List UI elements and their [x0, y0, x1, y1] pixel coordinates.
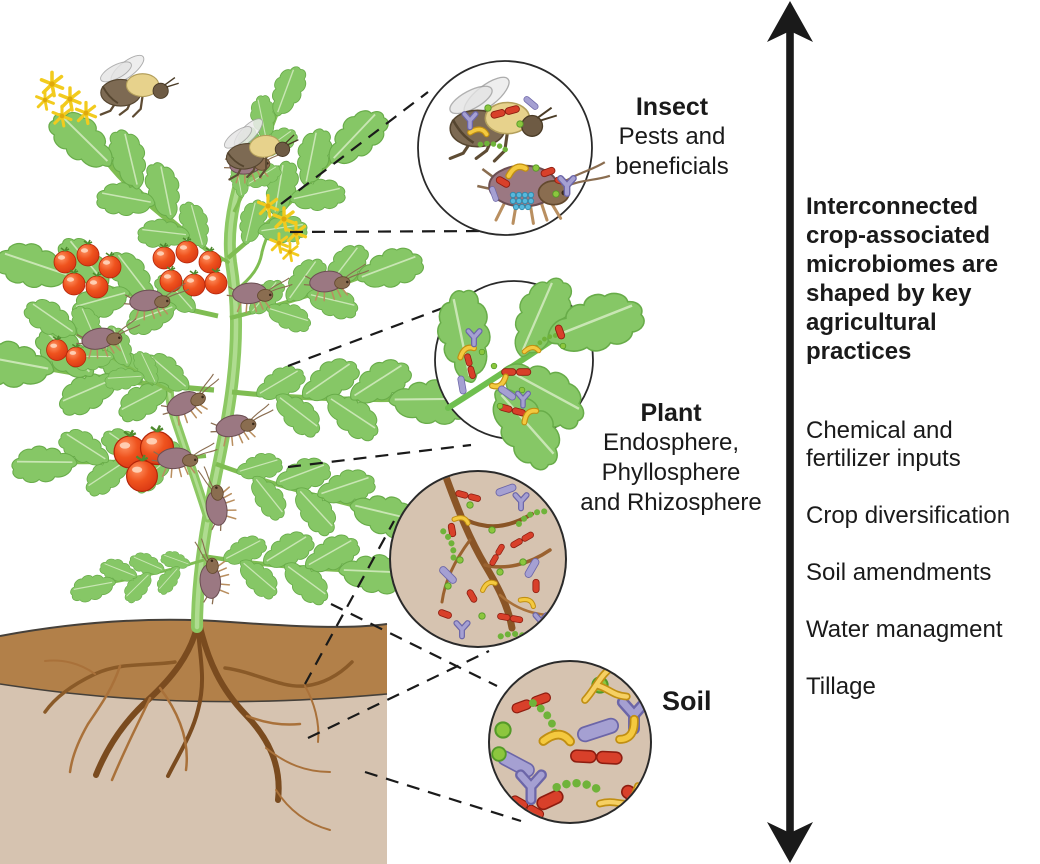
figure-heading: Interconnected crop-associated microbiom… [806, 193, 999, 365]
practice-item: Crop diversification [806, 502, 1011, 529]
dashed-connector [287, 443, 472, 469]
plant-label: Plant Endosphere, Phyllosphere and Rhizo… [571, 398, 771, 518]
dashed-connector [287, 297, 468, 368]
insect-label-line: Pests and [618, 123, 726, 150]
dashed-connector [289, 229, 494, 234]
bee-icon [96, 49, 180, 118]
dashed-connector [307, 650, 490, 739]
plant-label-title: Plant [640, 399, 702, 427]
plant-label-line: Endosphere, [602, 429, 740, 456]
soil-label: Soil [662, 686, 712, 716]
double-headed-arrow [767, 1, 813, 863]
dashed-connector [364, 770, 522, 823]
soil-block [0, 618, 388, 864]
soil-magnifier [488, 660, 652, 824]
practice-item: Chemical and fertilizer inputs [806, 417, 961, 472]
insect-label-line: beneficials [615, 153, 729, 180]
dashed-connectors [280, 91, 522, 823]
dashed-connector [304, 520, 395, 685]
plant-label-line: Phyllosphere [601, 459, 741, 486]
insect-magnifier [417, 60, 612, 236]
dashed-connector [330, 603, 498, 687]
insect-label-title: Insect [635, 93, 709, 121]
practice-item: Tillage [806, 673, 876, 700]
tomato-plant [0, 49, 480, 643]
root-system [43, 624, 354, 831]
insect-label: Insect Pests and beneficials [582, 92, 762, 182]
plant-label-line: and Rhizosphere [580, 489, 762, 516]
practice-item: Water managment [806, 616, 1003, 643]
root-icon [440, 473, 554, 632]
practice-item: Soil amendments [806, 559, 992, 586]
rhizosphere-magnifier [389, 470, 567, 648]
dashed-connector [280, 91, 429, 205]
plant-magnifier [433, 266, 651, 481]
